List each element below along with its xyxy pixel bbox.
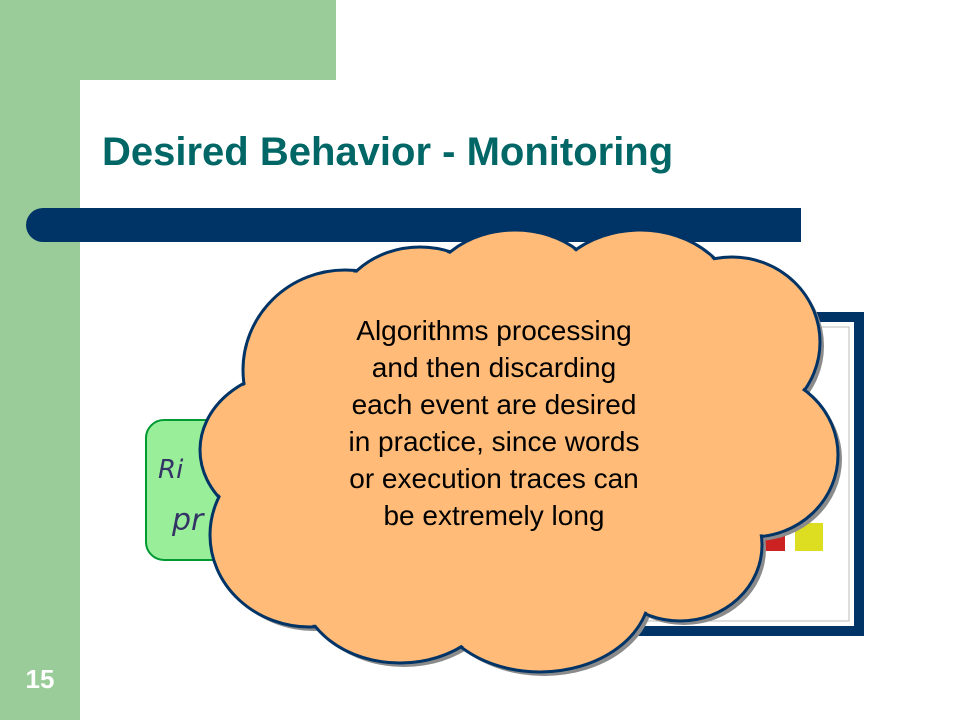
callout-line: Algorithms processing — [356, 315, 632, 346]
callout-line: be extremely long — [383, 500, 605, 531]
slide-title: Desired Behavior - Monitoring — [102, 130, 674, 174]
green-box-label-2: pr — [171, 503, 205, 538]
callout-line: each event are desired — [351, 389, 637, 420]
green-box-label-1: Ri — [158, 455, 184, 485]
left-sidebar-band — [0, 0, 80, 720]
callout-text: Algorithms processing and then discardin… — [292, 312, 696, 534]
callout-line: and then discarding — [371, 352, 617, 383]
top-tab-band — [80, 0, 336, 80]
callout-line: in practice, since words — [348, 426, 640, 457]
callout-line: or execution traces can — [349, 463, 639, 494]
cloud-callout — [202, 232, 836, 670]
slide-number: 15 — [25, 664, 55, 694]
